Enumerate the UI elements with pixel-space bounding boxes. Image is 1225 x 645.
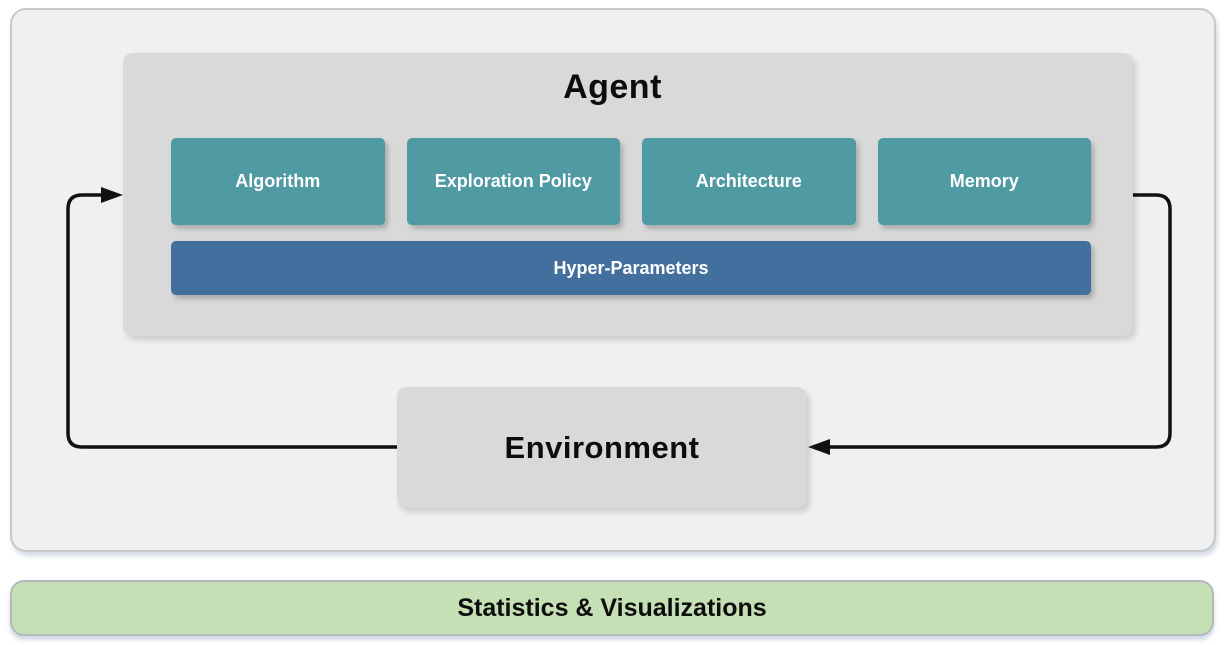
component-algorithm: Algorithm <box>171 138 385 225</box>
agent-title: Agent <box>563 68 662 106</box>
environment-box: Environment <box>397 387 807 508</box>
component-exploration-policy: Exploration Policy <box>406 138 620 225</box>
hyper-parameters-bar: Hyper-Parameters <box>171 241 1091 295</box>
component-memory: Memory <box>877 138 1091 225</box>
agent-components-row: Algorithm Exploration Policy Architectur… <box>171 138 1091 225</box>
statistics-visualizations-bar: Statistics & Visualizations <box>10 580 1214 636</box>
component-architecture: Architecture <box>642 138 856 225</box>
